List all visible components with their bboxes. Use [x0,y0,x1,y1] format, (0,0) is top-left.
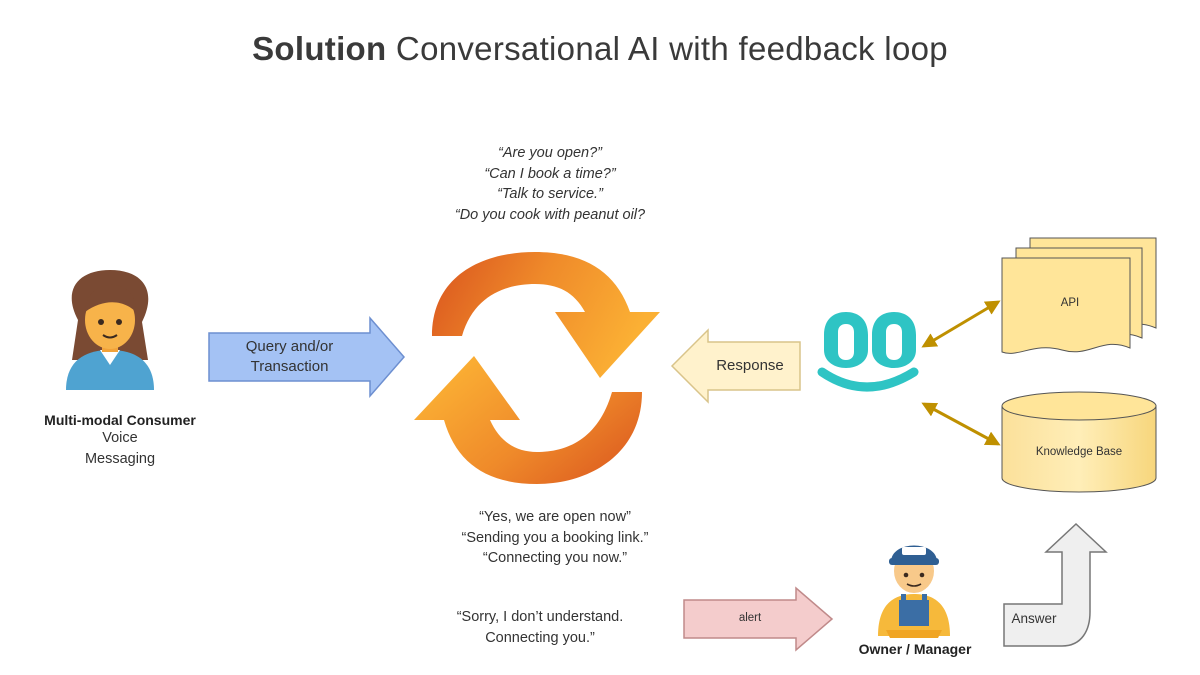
knowledge-base-label: Knowledge Base [1035,446,1123,458]
alert-arrow [683,586,834,652]
api-link-arrow [921,300,1001,348]
consumer-name: Multi-modal Consumer [44,412,196,428]
ai-logo-icon [817,312,919,392]
fallback-line: Connecting you.” [485,629,595,646]
answer-arrow [1003,522,1108,647]
query-label-line: Transaction [250,358,329,375]
owner-caption: Owner / Manager [858,641,972,657]
alert-arrow-label: alert [738,612,762,624]
diagram-title: Solution Conversational AI with feedback… [0,30,1200,68]
api-label: API [1060,297,1080,309]
fallback-line: “Sorry, I don’t understand. [456,609,624,625]
query-line: “Do you cook with peanut oil? [454,206,646,223]
api-document-stack [1001,237,1157,354]
consumer-person-icon [66,270,154,390]
consumer-mode: Voice [102,430,138,446]
kb-link-arrow [921,402,1001,446]
query-arrow-label: Query and/or Transaction [212,337,367,377]
title-bold: Solution [252,30,387,67]
consumer-mode: Messaging [84,451,156,467]
response-arrow [670,328,801,404]
fallback-reply: “Sorry, I don’t understand. Connecting y… [430,607,650,648]
cycle-icon [414,252,660,484]
ai-replies: “Yes, we are open now” “Sending you a bo… [420,507,690,569]
reply-line: “Yes, we are open now” [479,509,631,525]
reply-line: “Connecting you now.” [482,550,628,566]
query-line: “Talk to service.” [497,186,603,202]
response-arrow-label: Response [716,357,784,374]
title-rest: Conversational AI with feedback loop [386,30,948,67]
consumer-caption: Multi-modal Consumer Voice Messaging [20,412,220,470]
query-line: “Are you open?” [498,145,602,161]
query-arrow [208,315,405,399]
knowledge-base-cylinder [1001,391,1157,493]
answer-arrow-label: Answer [1011,611,1057,626]
query-label-line: Query and/or [245,338,334,355]
owner-person-icon [878,545,950,638]
customer-queries: “Are you open?” “Can I book a time?” “Ta… [400,143,700,225]
reply-line: “Sending you a booking link.” [461,529,649,546]
query-line: “Can I book a time?” [484,165,616,182]
